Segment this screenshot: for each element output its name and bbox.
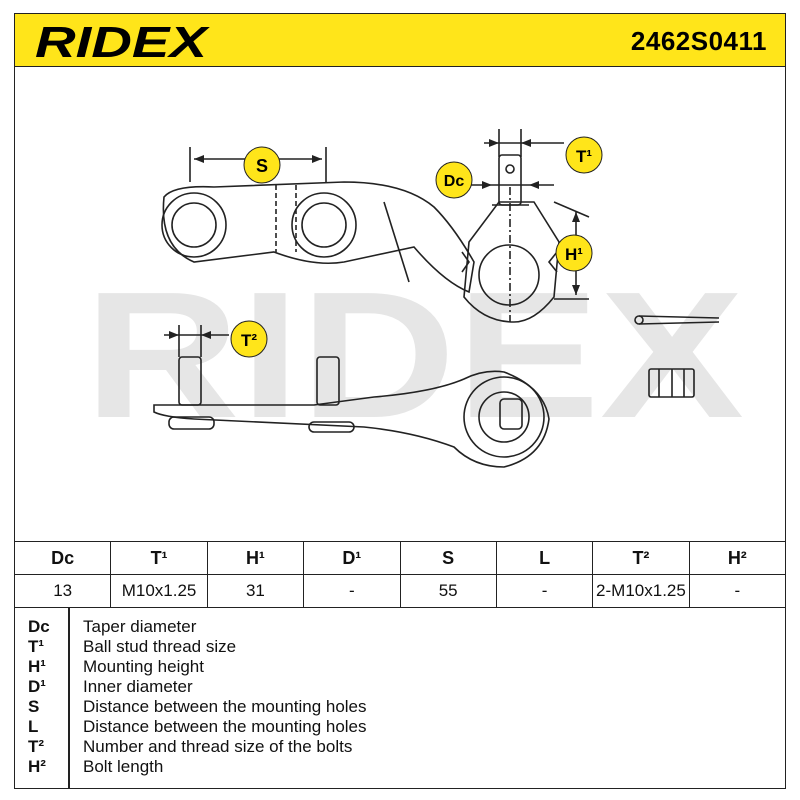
tag-t2: T²: [230, 320, 268, 358]
bushing-left-inner: [171, 202, 217, 248]
spec-value-row: 13 M10x1.25 31 - 55 - 2-M10x1.25 -: [13, 574, 787, 608]
legend: Dc Taper diameter T¹ Ball stud thread si…: [14, 607, 786, 789]
spec-header-cell: L: [495, 541, 594, 575]
tag-t1: T¹: [565, 136, 603, 174]
spec-header-row: Dc T¹ H¹ D¹ S L T² H²: [13, 541, 787, 575]
legend-item: T¹ Ball stud thread size: [14, 637, 786, 657]
legend-code: S: [28, 697, 40, 716]
legend-item: D¹ Inner diameter: [14, 677, 786, 697]
bushing-right-inner: [301, 202, 347, 248]
tag-s: S: [243, 146, 281, 184]
svg-text:H¹: H¹: [565, 245, 583, 264]
spec-value-cell: -: [495, 574, 594, 608]
bolt-right: [316, 356, 340, 406]
legend-code: H²: [28, 757, 46, 776]
legend-text: Distance between the mounting holes: [83, 717, 367, 736]
technical-drawing: RIDEX: [14, 67, 786, 541]
spec-value-cell: -: [688, 574, 787, 608]
legend-text: Mounting height: [83, 657, 204, 676]
legend-code: Dc: [28, 617, 50, 636]
tag-h1: H¹: [555, 234, 593, 272]
cotter-pin-icon: [634, 315, 720, 325]
control-arm-drawing: [153, 129, 720, 468]
arm-top-outline: [162, 181, 475, 294]
ball-stud: [498, 154, 522, 206]
ridex-logo: RIDEX: [35, 20, 210, 62]
spec-value-cell: M10x1.25: [110, 574, 208, 608]
legend-text: Ball stud thread size: [83, 637, 237, 656]
tag-dc: Dc: [435, 161, 473, 199]
spec-header-cell: H²: [688, 541, 787, 575]
spec-header-cell: D¹: [303, 541, 401, 575]
legend-item: Dc Taper diameter: [14, 617, 786, 637]
legend-item: L Distance between the mounting holes: [14, 717, 786, 737]
bushing-left-outer: [161, 192, 227, 258]
spec-value-cell: 13: [13, 574, 112, 608]
spec-value-cell: 31: [206, 574, 305, 608]
legend-code: H¹: [28, 657, 46, 676]
legend-item: H¹ Mounting height: [14, 657, 786, 677]
castle-nut-icon: [648, 368, 695, 398]
svg-text:Dc: Dc: [444, 173, 465, 190]
legend-code: L: [28, 717, 39, 736]
legend-item: T² Number and thread size of the bolts: [14, 737, 786, 757]
legend-item: S Distance between the mounting holes: [14, 697, 786, 717]
legend-divider: [68, 607, 70, 789]
ball-joint-housing: [463, 201, 560, 323]
part-number: 2462S0411: [630, 26, 767, 56]
svg-text:S: S: [256, 156, 268, 176]
legend-text: Bolt length: [83, 757, 164, 776]
legend-text: Number and thread size of the bolts: [83, 737, 353, 756]
svg-text:RIDEX: RIDEX: [84, 267, 744, 427]
svg-text:RIDEX: RIDEX: [35, 20, 210, 62]
legend-code: D¹: [28, 677, 46, 696]
spec-header-cell: Dc: [13, 541, 112, 575]
ridex-watermark: RIDEX: [84, 267, 744, 427]
svg-text:T¹: T¹: [576, 147, 592, 166]
legend-text: Taper diameter: [83, 617, 197, 636]
spec-header-cell: H¹: [206, 541, 305, 575]
bushing-right-outer: [291, 192, 357, 258]
arm-side-outline: [153, 370, 550, 468]
bolt-left: [178, 356, 202, 406]
side-bushing-outer: [463, 376, 545, 458]
spec-value-cell: 2-M10x1.25: [592, 574, 690, 608]
header-bar: RIDEX 2462S0411: [14, 13, 786, 67]
legend-text: Inner diameter: [83, 677, 193, 696]
spec-table: Dc T¹ H¹ D¹ S L T² H² 13 M10x1.25 31 - 5…: [13, 541, 787, 608]
side-stud: [499, 398, 523, 430]
spec-header-cell: T¹: [110, 541, 208, 575]
side-bushing-inner: [478, 391, 530, 443]
spec-header-cell: T²: [592, 541, 690, 575]
svg-text:T²: T²: [241, 331, 257, 350]
ball-joint-ball: [478, 244, 540, 306]
legend-code: T¹: [28, 637, 45, 656]
legend-code: T²: [28, 737, 45, 756]
legend-text: Distance between the mounting holes: [83, 697, 367, 716]
legend-item: H² Bolt length: [14, 757, 786, 777]
spec-header-cell: S: [399, 541, 497, 575]
spec-value-cell: -: [303, 574, 401, 608]
spec-value-cell: 55: [399, 574, 497, 608]
